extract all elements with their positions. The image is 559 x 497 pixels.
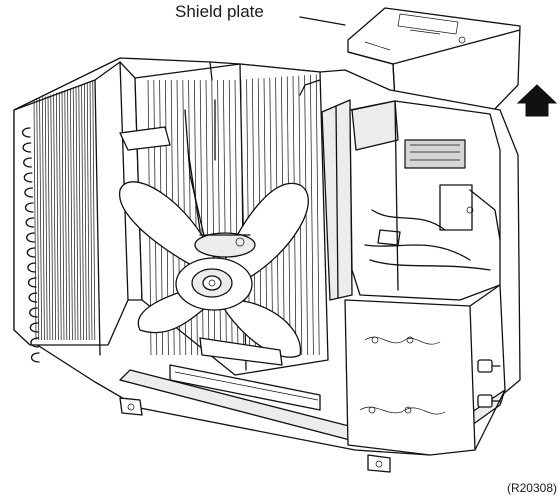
coil-hairpin (25, 217, 35, 228)
coil-hairpin (24, 202, 34, 213)
coil-hairpin (24, 187, 34, 198)
shield-plate-label: Shield plate (175, 2, 264, 21)
coil-fin-line (92, 81, 96, 341)
coil-fin-line (44, 96, 48, 341)
electrical-box (349, 100, 501, 301)
coil-hairpin (23, 172, 33, 183)
callout-leader-line (299, 16, 346, 26)
coil-fin-line (53, 93, 56, 341)
coil-fin-line (33, 99, 37, 341)
coil-fin-line (67, 89, 70, 341)
coil-fin-line (72, 87, 76, 341)
coil-fin-line (56, 92, 59, 341)
coil-fin-line (42, 97, 45, 341)
coil-fin-line (89, 81, 93, 341)
coil-fin-line (64, 90, 68, 341)
coil-fins (33, 81, 96, 341)
coil-fin-line (36, 99, 40, 341)
arrow-up-icon (516, 84, 558, 117)
coil-hairpin (26, 247, 36, 258)
coil-hairpin (29, 307, 38, 318)
gas-valve (477, 394, 493, 408)
coil-fin-line (61, 90, 65, 341)
coil-fin-line (58, 91, 62, 341)
coil-hairpin (28, 292, 38, 303)
mounting-foot-left (119, 397, 143, 416)
figure-reference-id: (R20308) (506, 481, 557, 495)
coil-hairpin (22, 142, 32, 153)
coil-hairpin (26, 232, 35, 243)
partition-plate (321, 99, 353, 301)
liquid-valve (477, 359, 493, 373)
service-valves (477, 359, 501, 408)
coil-hairpin (21, 127, 31, 138)
coil-fin-line (70, 88, 73, 341)
relay-component (439, 184, 473, 231)
coil-fin-line (50, 94, 54, 341)
coil-fin-line (86, 82, 90, 341)
coil-fin-line (47, 95, 51, 341)
coil-fin-line (75, 86, 79, 341)
coil-hairpin (30, 352, 40, 363)
rear-fin-line (310, 74, 314, 356)
coil-hairpin (23, 157, 32, 168)
propeller-fan (119, 181, 309, 358)
front-panel (344, 284, 506, 456)
rear-fin-line (315, 74, 320, 356)
coil-hairpin (27, 277, 37, 288)
coil-fin-line (78, 85, 82, 341)
coil-fin-line (84, 83, 87, 341)
base-pan (169, 337, 321, 411)
coil-hairpins (21, 127, 40, 363)
coil-fin-line (81, 84, 84, 341)
fan-motor (194, 232, 256, 258)
coil-hairpin (27, 262, 37, 273)
mounting-foot-right (367, 454, 391, 473)
coil-fin-line (39, 98, 42, 341)
terminal-block (404, 139, 466, 169)
